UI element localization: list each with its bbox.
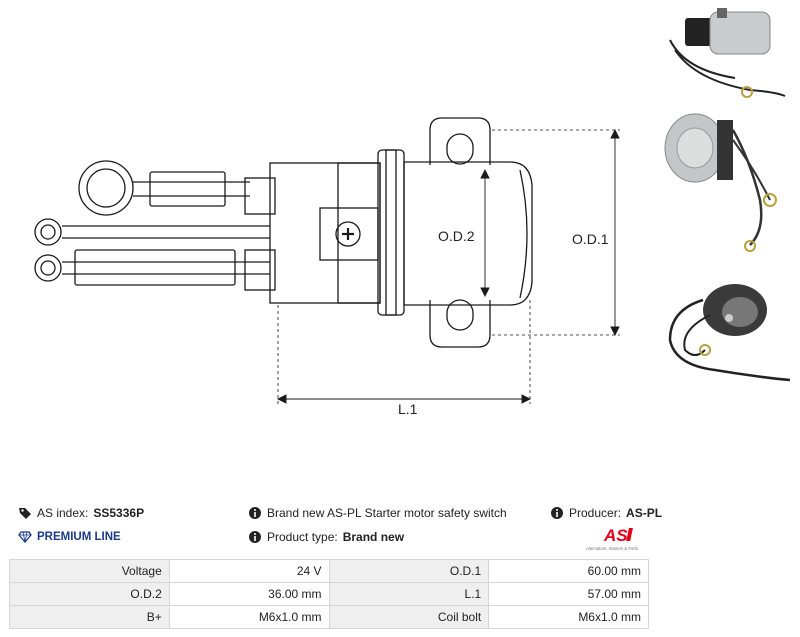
product-description: Brand new AS-PL Starter motor safety swi… bbox=[267, 506, 507, 520]
spec-label: Coil bolt bbox=[328, 605, 490, 629]
ring-terminal-large bbox=[78, 160, 134, 216]
as-index-label: AS index: bbox=[37, 506, 89, 520]
as-pl-logo: AS Alternators, Starters & Parts bbox=[586, 526, 638, 551]
premium-line-label: PREMIUM LINE bbox=[37, 531, 121, 543]
spec-value: 57.00 mm bbox=[488, 582, 649, 606]
technical-drawing: O.D.2 O.D.1 L.1 bbox=[34, 117, 620, 417]
spec-value: 36.00 mm bbox=[168, 582, 330, 606]
product-photo-1 bbox=[669, 8, 786, 98]
tag-icon bbox=[19, 508, 31, 519]
producer-label: Producer: bbox=[569, 506, 622, 520]
description-row: Brand new AS-PL Starter motor safety swi… bbox=[248, 506, 507, 520]
product-photo-3 bbox=[668, 284, 791, 382]
od2-label: O.D.2 bbox=[438, 228, 475, 244]
info-icon bbox=[249, 507, 261, 519]
l1-label: L.1 bbox=[398, 401, 418, 417]
spec-value: M6x1.0 mm bbox=[168, 605, 330, 629]
spec-value: 60.00 mm bbox=[488, 559, 649, 583]
spec-label: B+ bbox=[9, 605, 170, 629]
logo-tagline: Alternators, Starters & Parts bbox=[586, 546, 638, 551]
product-type-label: Product type: bbox=[267, 530, 338, 544]
producer-row: Producer: AS-PL bbox=[550, 506, 662, 520]
od1-label: O.D.1 bbox=[572, 231, 609, 247]
as-index-value: SS5336P bbox=[93, 506, 145, 520]
info-icon bbox=[551, 507, 563, 519]
info-icon bbox=[249, 531, 261, 543]
spec-label: O.D.1 bbox=[328, 559, 490, 583]
product-type-row: Product type: Brand new bbox=[248, 530, 404, 544]
logo-mark: AS bbox=[603, 526, 628, 545]
spec-label: Voltage bbox=[9, 559, 170, 583]
spec-value: 24 V bbox=[168, 559, 330, 583]
premium-line-row: PREMIUM LINE bbox=[18, 530, 121, 544]
spec-value: M6x1.0 mm bbox=[488, 605, 649, 629]
product-photo-2 bbox=[664, 113, 777, 252]
spec-label: O.D.2 bbox=[9, 582, 170, 606]
producer-value: AS-PL bbox=[626, 506, 663, 520]
product-photos bbox=[664, 8, 791, 382]
ring-terminal-small-2 bbox=[34, 254, 62, 282]
as-index-row: AS index: SS5336P bbox=[18, 506, 144, 520]
ring-terminal-small-1 bbox=[34, 218, 62, 246]
spec-label: L.1 bbox=[328, 582, 490, 606]
product-type-value: Brand new bbox=[342, 530, 405, 544]
diamond-icon bbox=[18, 531, 32, 543]
